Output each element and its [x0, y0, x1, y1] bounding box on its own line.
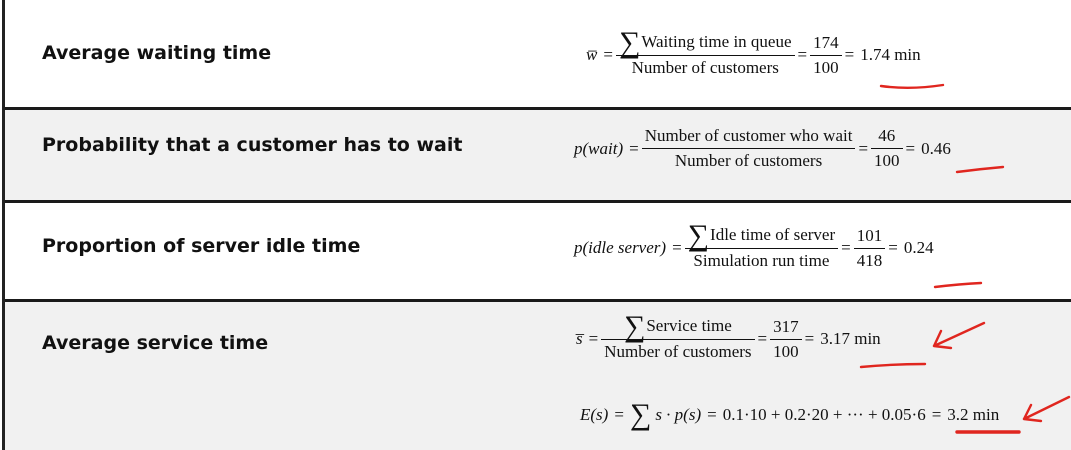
formula-lhs: s̅	[576, 329, 583, 348]
row-label: Probability that a customer has to wait	[42, 134, 463, 156]
formula-lhs: p(wait)	[574, 138, 624, 158]
row-label: Proportion of server idle time	[42, 235, 361, 257]
sum-symbol: ∑	[618, 26, 641, 59]
result-value: 1.74 min	[860, 45, 921, 64]
expansion: 0.1·10 + 0.2·20 + ··· + 0.05·6	[722, 405, 926, 425]
result-value: 0.46	[921, 138, 951, 158]
sum-symbol: ∑	[687, 219, 710, 252]
row-average-waiting-time: Average waiting time w̅=∑Waiting time in…	[5, 0, 1071, 110]
formula-lhs: E(s)	[580, 405, 609, 425]
sum-symbol: ∑	[623, 310, 646, 343]
sum-symbol: ∑	[629, 398, 652, 431]
row-server-idle-time: Proportion of server idle time p(idle se…	[5, 203, 1071, 302]
formula-expected-service-time: E(s)=∑s · p(s)=0.1·10 + 0.2·20 + ··· + 0…	[580, 398, 1000, 431]
row-label: Average waiting time	[42, 42, 272, 64]
result-value: 0.24	[903, 238, 934, 257]
formula-lhs: w̅	[586, 45, 598, 64]
result-value: 3.2 min	[947, 405, 1000, 425]
formula-lhs: p(idle server)	[574, 238, 667, 257]
row-probability-wait: Probability that a customer has to wait …	[5, 110, 1071, 203]
result-value: 3.17 min	[820, 329, 881, 348]
row-label: Average service time	[42, 332, 269, 354]
sum-term: s · p(s)	[655, 405, 702, 425]
